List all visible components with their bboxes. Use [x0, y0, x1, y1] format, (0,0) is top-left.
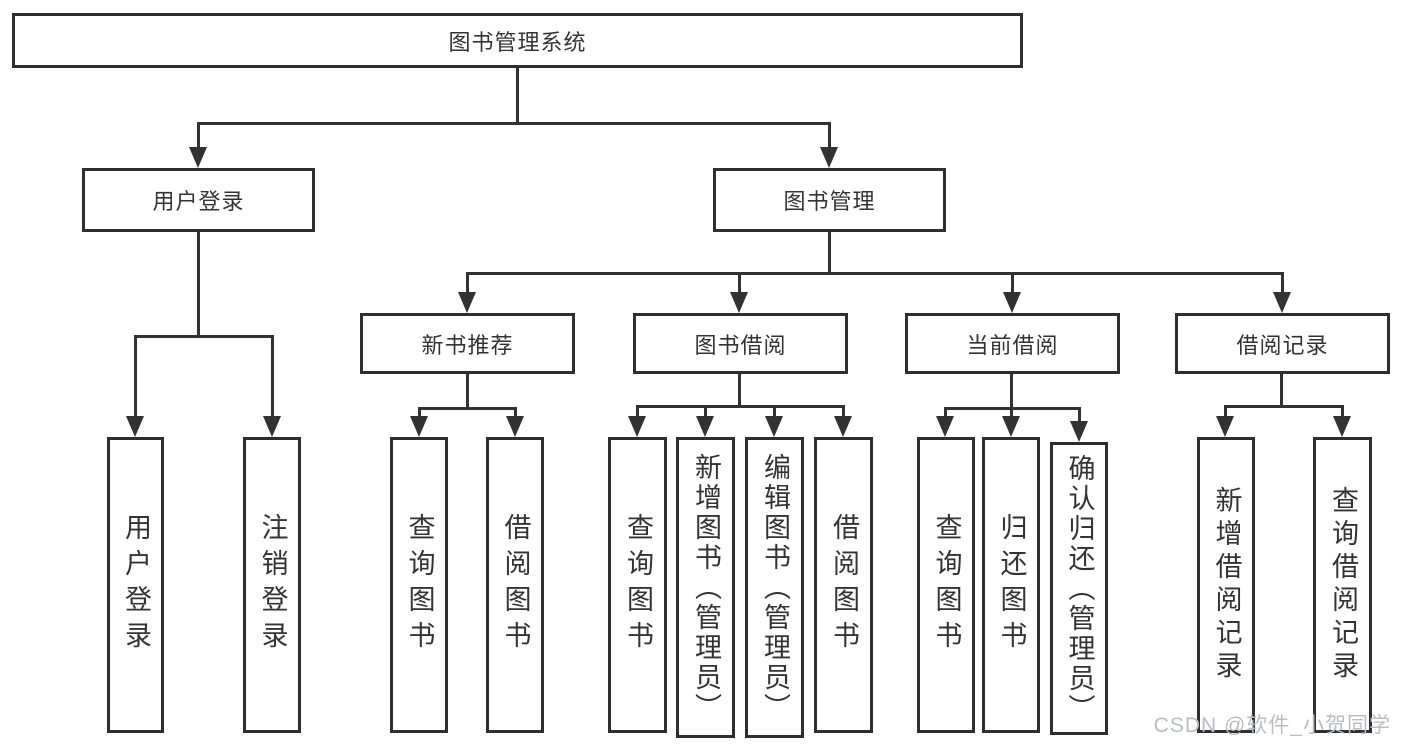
connector-line	[514, 407, 517, 418]
connector-line	[466, 272, 469, 294]
connector-line	[944, 407, 1081, 410]
node-label: 借阅图书	[500, 513, 531, 657]
leaf-user-login: 用户登录	[107, 437, 164, 733]
connector-line	[828, 232, 831, 272]
node-label: 查询图书	[404, 513, 435, 657]
arrow-down-icon	[189, 147, 207, 168]
node-label: 查询图书	[623, 513, 653, 657]
arrow-down-icon	[458, 292, 476, 313]
leaf-query-borrow-record: 查询借阅记录	[1313, 437, 1372, 733]
node-label: 编辑图书（管理员）	[760, 452, 790, 723]
connector-line	[1281, 272, 1284, 294]
node-borrowing-records: 借阅记录	[1175, 313, 1390, 374]
node-book-borrowing: 图书借阅	[633, 313, 848, 374]
connector-line	[1341, 405, 1344, 418]
connector-line	[134, 335, 274, 338]
arrow-down-icon	[1333, 416, 1351, 437]
arrow-down-icon	[628, 416, 646, 437]
connector-line	[418, 407, 421, 418]
arrow-down-icon	[1216, 416, 1234, 437]
connector-line	[773, 405, 776, 418]
node-label: 图书管理	[783, 189, 876, 214]
node-label: 归还图书	[996, 513, 1027, 657]
connector-line	[466, 272, 1284, 275]
connector-line	[636, 405, 639, 418]
leaf-query-books-1: 查询图书	[390, 437, 448, 733]
node-label: 用户登录	[152, 189, 245, 214]
connector-line	[828, 122, 831, 149]
leaf-borrow-books-1: 借阅图书	[486, 437, 544, 733]
connector-line	[1078, 407, 1081, 423]
leaf-return-books: 归还图书	[982, 437, 1040, 733]
node-label: 注销登录	[257, 513, 288, 657]
arrow-down-icon	[1003, 292, 1021, 313]
connector-line	[738, 374, 741, 405]
connector-line	[134, 335, 137, 417]
connector-line	[636, 405, 845, 408]
node-label: 图书管理系统	[448, 29, 587, 55]
node-label: 查询借阅记录	[1328, 486, 1358, 684]
arrow-down-icon	[1273, 292, 1291, 313]
connector-line	[271, 335, 274, 417]
connector-line	[516, 68, 519, 122]
node-user-login: 用户登录	[82, 168, 315, 232]
arrow-down-icon	[506, 416, 524, 437]
node-label: 确认归还（管理员）	[1064, 453, 1095, 724]
leaf-edit-books-admin: 编辑图书（管理员）	[745, 437, 804, 738]
connector-line	[466, 374, 469, 407]
connector-line	[1011, 272, 1014, 294]
connector-line	[738, 272, 741, 294]
arrow-down-icon	[1070, 421, 1088, 442]
leaf-add-borrow-record: 新增借阅记录	[1197, 437, 1255, 733]
leaf-query-books-2: 查询图书	[608, 437, 667, 733]
arrow-down-icon	[820, 147, 838, 168]
connector-line	[1010, 407, 1013, 418]
node-book-management: 图书管理	[713, 168, 946, 232]
connector-line	[418, 407, 517, 410]
node-new-book-recommend: 新书推荐	[360, 313, 575, 374]
arrow-down-icon	[696, 416, 714, 437]
connector-line	[1010, 374, 1013, 407]
node-label: 借阅记录	[1236, 332, 1329, 358]
connector-line	[1280, 374, 1283, 405]
node-label: 借阅图书	[829, 513, 859, 657]
arrow-down-icon	[834, 416, 852, 437]
connector-line	[1224, 405, 1344, 408]
node-label: 图书借阅	[694, 332, 787, 358]
arrow-down-icon	[765, 416, 783, 437]
connector-line	[842, 405, 845, 418]
node-label: 新增图书（管理员）	[691, 452, 721, 723]
leaf-confirm-return-admin: 确认归还（管理员）	[1050, 442, 1108, 735]
node-current-borrowing: 当前借阅	[905, 313, 1120, 374]
connector-line	[197, 122, 831, 125]
connector-line	[944, 407, 947, 418]
arrow-down-icon	[1002, 416, 1020, 437]
leaf-query-books-3: 查询图书	[917, 437, 975, 733]
node-library-management-system: 图书管理系统	[12, 13, 1023, 68]
node-label: 用户登录	[121, 513, 151, 657]
connector-line	[1224, 405, 1227, 418]
leaf-borrow-books-2: 借阅图书	[814, 437, 873, 733]
leaf-add-books-admin: 新增图书（管理员）	[676, 437, 735, 738]
node-label: 当前借阅	[966, 332, 1059, 358]
leaf-logout: 注销登录	[243, 437, 301, 733]
arrow-down-icon	[936, 416, 954, 437]
csdn-watermark: CSDN @软件_小贺同学	[1153, 714, 1391, 737]
arrow-down-icon	[410, 416, 428, 437]
arrow-down-icon	[126, 416, 144, 437]
node-label: 新增借阅记录	[1211, 486, 1242, 684]
connector-line	[704, 405, 707, 418]
connector-line	[197, 122, 200, 149]
arrow-down-icon	[263, 416, 281, 437]
arrow-down-icon	[730, 292, 748, 313]
node-label: 查询图书	[931, 513, 962, 657]
connector-line	[197, 232, 200, 335]
node-label: 新书推荐	[421, 332, 514, 358]
